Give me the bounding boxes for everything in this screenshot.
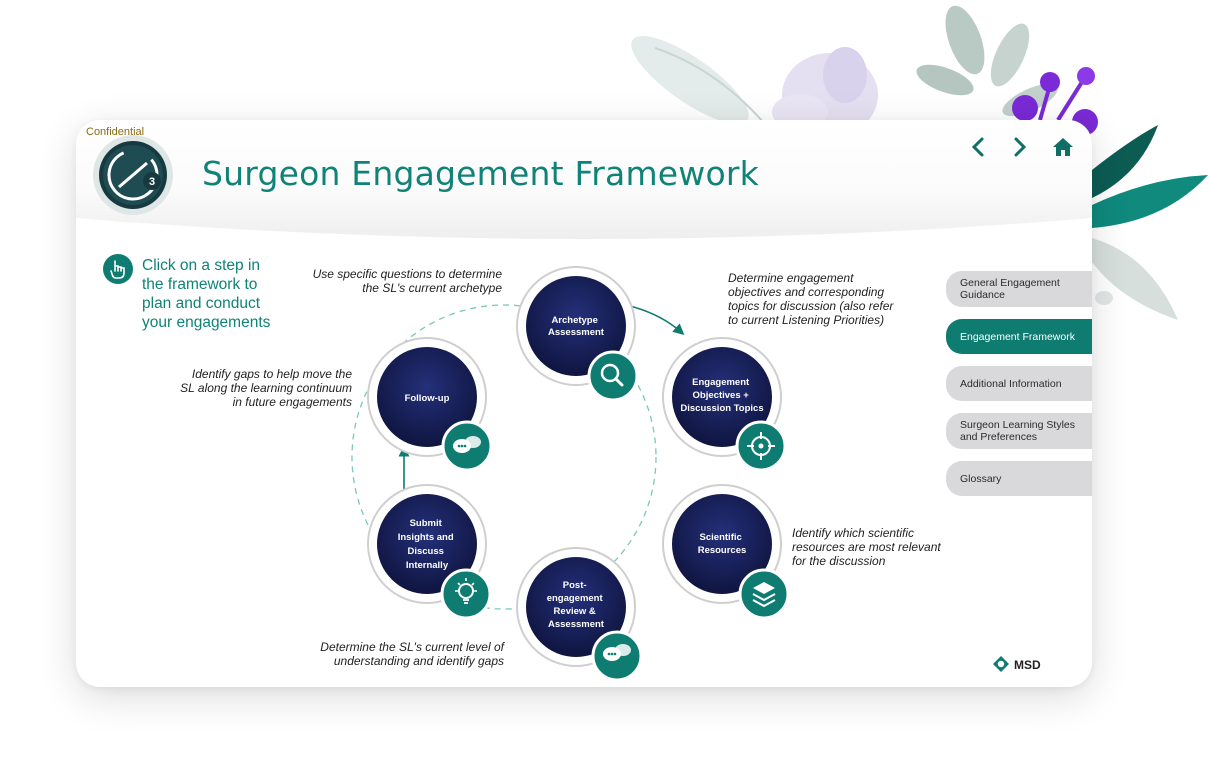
note-objectives: Determine engagement objectives and corr… [728, 271, 894, 327]
step-label: Objectives + [693, 390, 750, 401]
note-resources: Identify which scientific resources are … [792, 526, 941, 568]
slide-card: Confidential 3 Surgeon Engagement Framew… [76, 120, 1092, 687]
step-label: Discuss [407, 546, 443, 557]
step-follow-up[interactable]: Follow-up [367, 337, 493, 472]
step-label: Review & [554, 606, 596, 617]
step-label: Discussion Topics [680, 403, 763, 414]
menu-item-glossary[interactable]: Glossary [946, 461, 1092, 496]
menu-item-engagement-framework[interactable]: Engagement Framework [946, 319, 1092, 354]
step-label: Post- [563, 580, 587, 591]
layers-icon [752, 582, 776, 608]
step-label: Archetype [551, 315, 597, 326]
lightbulb-icon [455, 578, 477, 604]
step-label: Scientific [700, 532, 742, 543]
chat-bubbles-icon [453, 436, 481, 453]
note-followup: Identify gaps to help move the SL along … [180, 367, 352, 409]
step-engagement-objectives[interactable]: Engagement Objectives + Discussion Topic… [662, 337, 787, 472]
svg-text:3: 3 [149, 176, 155, 188]
page-title: Surgeon Engagement Framework [202, 154, 759, 193]
chat-bubbles-icon [603, 644, 631, 661]
header-curve [76, 218, 1092, 258]
svg-text:Submit Insights and: Submit Insights and Discuss Internally [398, 518, 457, 571]
step-label: Insights and [398, 532, 454, 543]
svg-text:Engagement Objectives: Engagement Objectives + Discussion Topic… [680, 377, 763, 414]
step-label: Submit [410, 518, 443, 529]
step-label: engagement [547, 593, 604, 604]
home-icon[interactable] [1050, 134, 1076, 160]
step-label: Engagement [692, 377, 750, 388]
step-label: Assessment [548, 327, 605, 338]
confidential-label: Confidential [86, 126, 145, 138]
engagement-cycle-diagram: Archetype Assessment Engagement Objectiv… [351, 266, 790, 682]
note-review: Determine the SL's current level of unde… [320, 640, 504, 668]
step-label: Follow-up [405, 393, 450, 404]
crosshair-icon [747, 432, 775, 460]
msd-logo-icon [993, 656, 1009, 672]
step-post-engagement-review[interactable]: Post- engagement Review & Assessment [516, 547, 643, 682]
chevron-left-icon[interactable] [966, 134, 992, 160]
instruction-text: Click on a step in the framework to plan… [142, 257, 271, 331]
svg-text:Post- engagement: Post- engagement Review & Assessment [547, 580, 606, 630]
slide-header [76, 120, 1092, 258]
note-archetype: Use specific questions to determine the … [312, 267, 502, 295]
cycle-path [351, 304, 657, 610]
chevron-right-icon[interactable] [1006, 134, 1032, 160]
search-icon [600, 363, 624, 387]
menu-item-additional-information[interactable]: Additional Information [946, 366, 1092, 401]
svg-text:Archetype Assessment: Archetype Assessment [548, 315, 605, 338]
svg-text:Scientific Resources: Scientific Resources [698, 532, 747, 556]
step-scientific-resources[interactable]: Scientific Resources [662, 484, 790, 620]
step-submit-insights[interactable]: Submit Insights and Discuss Internally [367, 484, 492, 620]
menu-item-general-guidance[interactable]: General Engagement Guidance [946, 271, 1092, 307]
step-label: Resources [698, 545, 747, 556]
pointer-hand-icon [103, 254, 133, 284]
step-label: Internally [406, 560, 449, 571]
menu-item-learning-styles[interactable]: Surgeon Learning Styles and Preferences [946, 413, 1092, 449]
step-label: Assessment [548, 619, 605, 630]
z3-logo-icon: 3 [93, 135, 173, 215]
brand-name: MSD [1014, 658, 1041, 672]
step-archetype-assessment[interactable]: Archetype Assessment [516, 266, 639, 402]
